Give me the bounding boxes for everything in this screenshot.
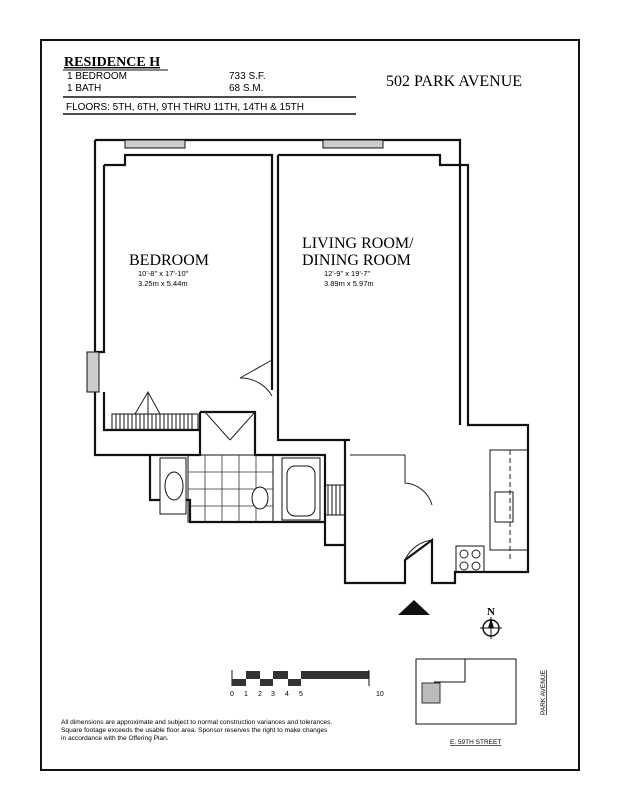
park-avenue-label: PARK AVENUE xyxy=(540,669,547,715)
bathroom-tile xyxy=(187,454,274,523)
window-living xyxy=(322,139,384,149)
floor-plan xyxy=(86,138,530,615)
disclaimer-line: Square footage exceeds the usable floor … xyxy=(61,727,328,734)
residence-title: RESIDENCE H xyxy=(64,55,160,70)
living-name-2: DINING ROOM xyxy=(302,252,411,269)
baths-label: 1 BATH xyxy=(67,83,101,94)
scale-tick: 1 xyxy=(244,691,248,698)
scale-tick: 10 xyxy=(376,691,384,698)
window-side xyxy=(86,351,100,393)
room-labels: BEDROOM 10'-8" x 17'-10" 3.25m x 5.44m L… xyxy=(129,235,414,288)
scale-tick: 4 xyxy=(285,691,289,698)
stove xyxy=(455,545,485,573)
bedroom-door xyxy=(239,359,273,397)
kitchen-sink xyxy=(494,491,514,523)
living-dim-imperial: 12'-9" x 19'-7" xyxy=(324,269,370,278)
bedroom-name: BEDROOM xyxy=(129,252,209,269)
entry-arrow-icon xyxy=(398,600,430,615)
living-name-1: LIVING ROOM/ xyxy=(302,235,414,252)
scale-tick: 3 xyxy=(271,691,275,698)
kitchen-counter xyxy=(489,449,529,551)
area-sf: 733 S.F. xyxy=(229,71,266,82)
vanity xyxy=(159,457,187,515)
scale-tick: 0 xyxy=(230,691,234,698)
bedrooms-label: 1 BEDROOM xyxy=(67,71,127,82)
north-compass-icon: N xyxy=(480,606,502,639)
sink xyxy=(164,471,184,501)
toilet xyxy=(251,486,269,510)
living-dim-metric: 3.89m x 5.97m xyxy=(324,279,374,288)
window-bedroom xyxy=(124,139,186,149)
bathtub xyxy=(281,457,321,521)
disclaimer-line: All dimensions are approximate and subje… xyxy=(61,719,332,726)
scale-tick: 2 xyxy=(258,691,262,698)
page-border xyxy=(40,39,580,771)
floors-label: FLOORS: 5TH, 6TH, 9TH THRU 11TH, 14TH & … xyxy=(66,102,304,113)
disclaimer-line: in accordance with the Offering Plan. xyxy=(61,735,169,742)
e-59th-street-label: E. 59TH STREET xyxy=(450,739,501,746)
address-label: 502 PARK AVENUE xyxy=(386,73,522,90)
area-sm: 68 S.M. xyxy=(229,83,263,94)
closet xyxy=(111,413,199,431)
scale-bar: 0 1 2 3 4 5 10 xyxy=(230,670,384,698)
bedroom-dim-imperial: 10'-8" x 17'-10" xyxy=(138,269,189,278)
unit-location-marker xyxy=(421,682,441,704)
header: RESIDENCE H 1 BEDROOM 1 BATH 733 S.F. 68… xyxy=(63,55,522,115)
compass-n-label: N xyxy=(487,606,495,618)
scale-tick: 5 xyxy=(299,691,303,698)
key-plan: PARK AVENUE E. 59TH STREET xyxy=(415,658,547,746)
hall-closet xyxy=(324,484,346,516)
disclaimer: All dimensions are approximate and subje… xyxy=(61,719,332,742)
bedroom-dim-metric: 3.25m x 5.44m xyxy=(138,279,188,288)
